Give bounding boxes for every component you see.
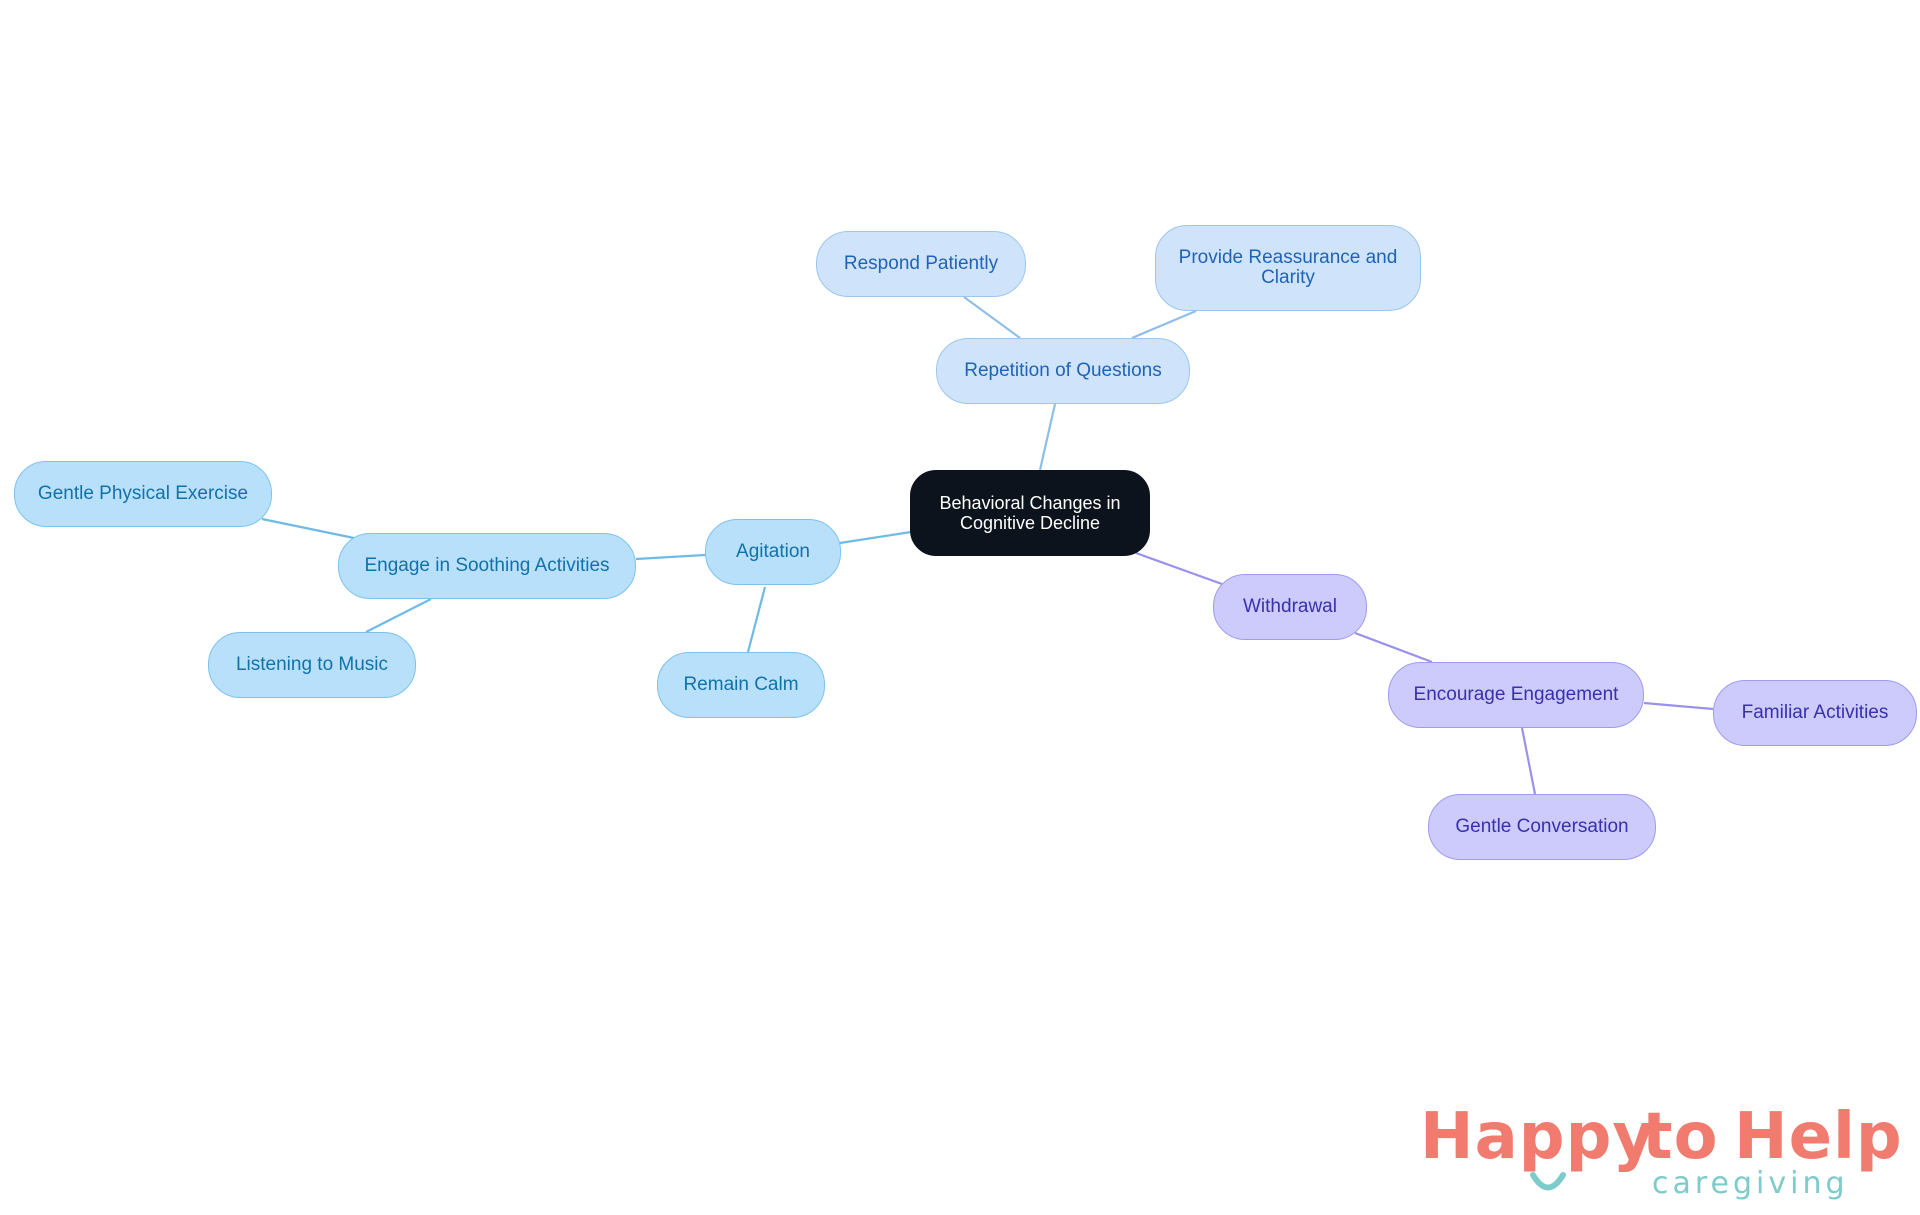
mindmap-node-familiar[interactable]: Familiar Activities: [1713, 680, 1917, 746]
mindmap-node-music[interactable]: Listening to Music: [208, 632, 416, 698]
edge-root-agitation: [839, 530, 912, 545]
mindmap-node-agitation[interactable]: Agitation: [705, 519, 841, 585]
mindmap-node-engagement[interactable]: Encourage Engagement: [1388, 662, 1644, 728]
mindmap-node-label: Familiar Activities: [1741, 702, 1889, 723]
edge-repetition-reassure: [1131, 309, 1197, 340]
edge-root-withdrawal: [1135, 551, 1223, 586]
edge-agitation-calm: [746, 586, 767, 653]
mindmap-node-soothing[interactable]: Engage in Soothing Activities: [338, 533, 636, 599]
mindmap-node-label: Gentle Physical Exercise: [37, 483, 249, 504]
edge-soothing-music: [365, 598, 432, 633]
happy-to-help-logo: Happy to Help caregiving: [1420, 1100, 1902, 1210]
edge-withdrawal-engagement: [1354, 631, 1433, 664]
edge-repetition-respond: [963, 296, 1021, 339]
edge-agitation-soothing: [635, 553, 706, 561]
mindmap-node-reassure[interactable]: Provide Reassurance and Clarity: [1155, 225, 1421, 311]
mindmap-node-label: Listening to Music: [235, 654, 389, 675]
mindmap-root-node[interactable]: Behavioral Changes in Cognitive Decline: [910, 470, 1150, 556]
edge-engagement-conversation: [1520, 727, 1537, 795]
mindmap-root-label: Behavioral Changes in Cognitive Decline: [939, 493, 1121, 533]
mindmap-node-calm[interactable]: Remain Calm: [657, 652, 825, 718]
mindmap-node-label: Provide Reassurance and Clarity: [1178, 247, 1398, 288]
mindmap-node-conversation[interactable]: Gentle Conversation: [1428, 794, 1656, 860]
mindmap-node-respond[interactable]: Respond Patiently: [816, 231, 1026, 297]
edge-soothing-exercise: [261, 517, 355, 540]
logo-subtitle: caregiving: [1652, 1166, 1849, 1201]
mindmap-node-label: Remain Calm: [683, 674, 799, 695]
logo-word-happy: Happy: [1420, 1100, 1656, 1174]
edge-engagement-familiar: [1643, 701, 1714, 711]
logo-word-to: to: [1642, 1100, 1719, 1174]
mindmap-node-label: Withdrawal: [1243, 596, 1337, 617]
mindmap-node-label: Agitation: [736, 541, 810, 562]
mindmap-node-label: Gentle Conversation: [1455, 816, 1629, 837]
mindmap-node-label: Encourage Engagement: [1413, 684, 1619, 705]
smile-icon: [1530, 1172, 1566, 1191]
logo-word-help: Help: [1734, 1100, 1903, 1174]
mindmap-node-label: Respond Patiently: [843, 253, 999, 274]
mindmap-node-label: Repetition of Questions: [964, 360, 1162, 381]
mindmap-node-withdrawal[interactable]: Withdrawal: [1213, 574, 1367, 640]
edge-root-repetition: [1038, 403, 1057, 471]
mindmap-node-label: Engage in Soothing Activities: [364, 555, 610, 576]
mindmap-node-repetition[interactable]: Repetition of Questions: [936, 338, 1190, 404]
mindmap-node-exercise[interactable]: Gentle Physical Exercise: [14, 461, 272, 527]
